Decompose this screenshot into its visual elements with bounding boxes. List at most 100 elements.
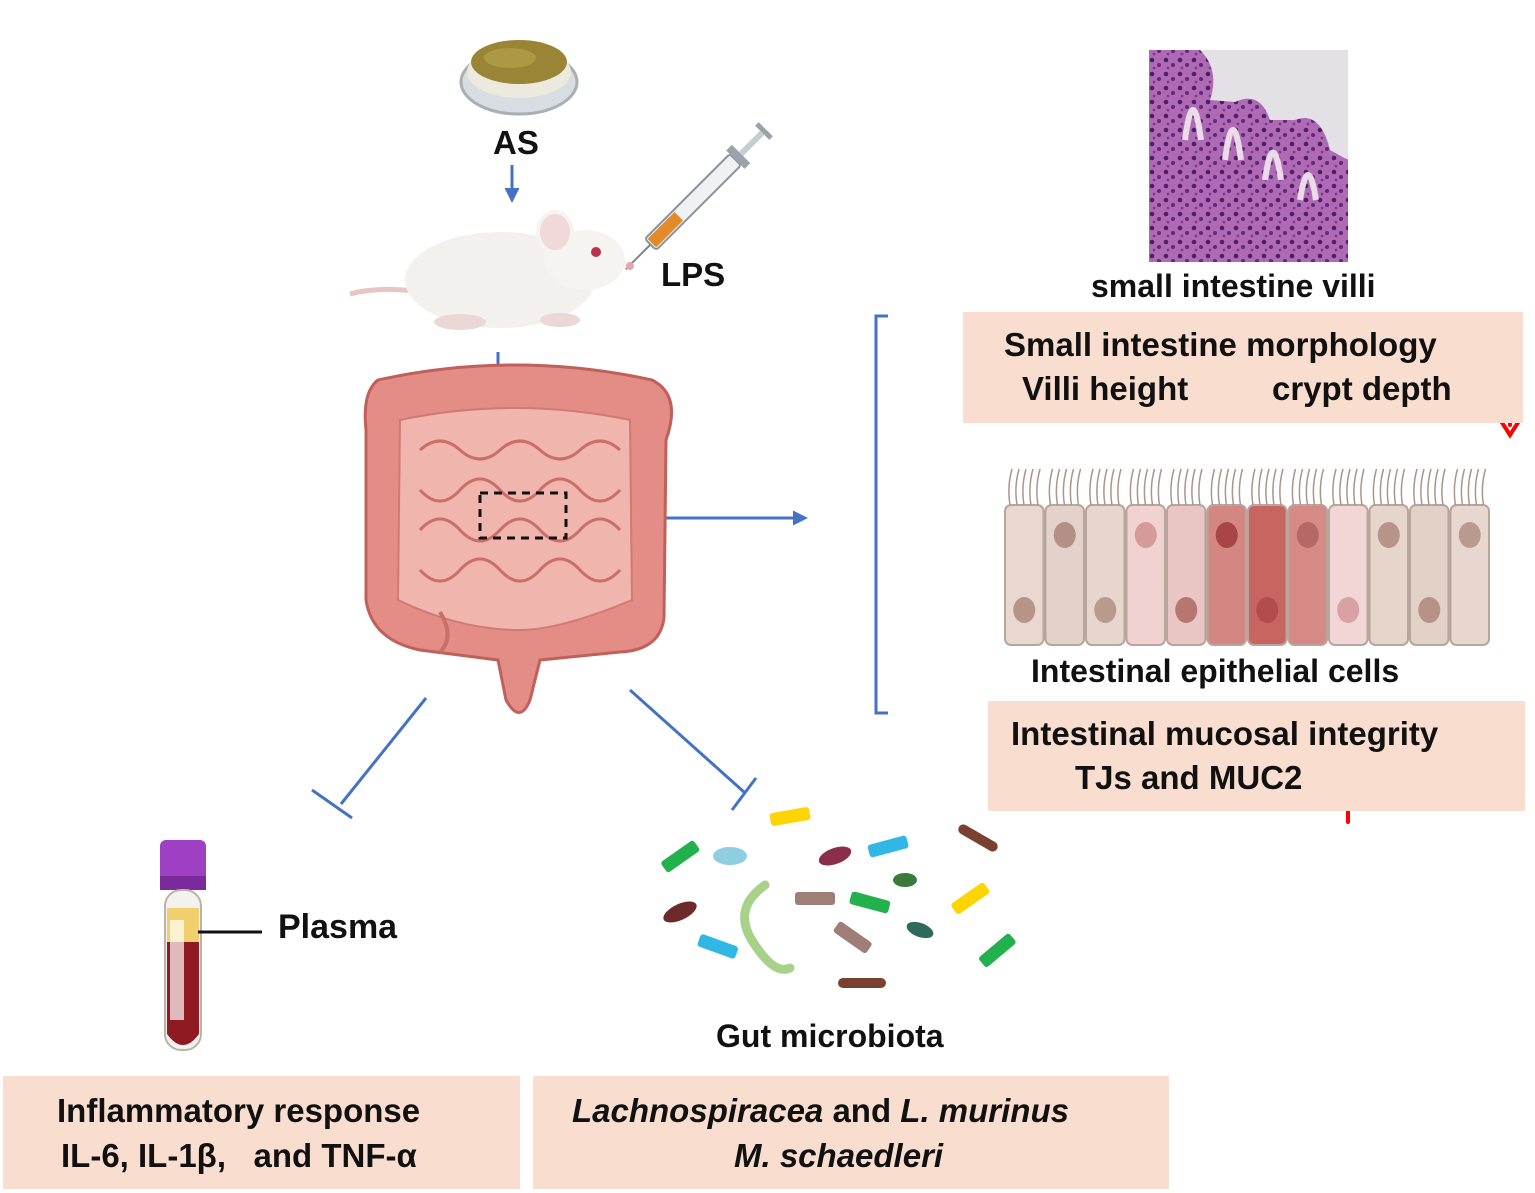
microvillus xyxy=(1332,468,1337,506)
microvillus xyxy=(1291,468,1297,506)
microvillus xyxy=(1177,468,1182,506)
microvillus xyxy=(1238,468,1244,506)
microvillus xyxy=(1474,468,1480,506)
epithelial-cell xyxy=(1328,504,1369,646)
bacterium-spiky xyxy=(818,846,852,866)
blood-tube-icon xyxy=(160,840,262,1051)
microvillus xyxy=(1191,468,1196,506)
microvillus xyxy=(1386,468,1392,506)
cell-nucleus xyxy=(1296,522,1319,548)
epithelial-cell xyxy=(1409,504,1450,646)
microvillus xyxy=(1129,468,1135,506)
microvillus xyxy=(1251,468,1256,506)
microvillus xyxy=(1069,468,1075,506)
bacterium-spiral xyxy=(740,880,795,974)
epithelial-cell xyxy=(1166,504,1207,646)
microvillus xyxy=(1379,468,1385,506)
microvillus xyxy=(1076,468,1082,506)
bracket xyxy=(874,314,888,715)
microvillus xyxy=(1110,468,1115,506)
microvillus xyxy=(1170,468,1175,506)
epithelial-cell xyxy=(1085,504,1126,646)
microvillus xyxy=(1103,468,1108,506)
cell-nucleus xyxy=(1094,597,1117,623)
microbiota-line1: Lachnospiracea and L. murinus xyxy=(572,1092,1069,1130)
inhibit-to-microbiota xyxy=(628,688,758,811)
microvillus xyxy=(1217,468,1223,506)
epithelial-cell xyxy=(1247,504,1288,646)
bacterium-rod xyxy=(979,933,1016,967)
microvillus xyxy=(1481,468,1487,506)
microvillus xyxy=(1339,468,1344,506)
bacterium-rod xyxy=(769,807,811,826)
cell-nucleus xyxy=(1377,522,1400,548)
cell-nucleus xyxy=(1134,522,1157,548)
cell-nucleus xyxy=(1013,597,1036,623)
microbiota-taxon-murinus: L. murinus xyxy=(900,1092,1069,1129)
bacterium-chain xyxy=(958,824,998,852)
microvillus xyxy=(1036,468,1041,506)
lps-label: LPS xyxy=(661,256,726,293)
microvillus xyxy=(1062,468,1068,506)
morphology-box xyxy=(963,312,1523,423)
mucosal-line2: TJs and MUC2 xyxy=(1075,759,1303,796)
microvillus xyxy=(1117,468,1122,506)
microbiota-taxon-lachnospiracea: Lachnospiracea xyxy=(572,1092,824,1129)
bacterium-chain-2 xyxy=(838,978,886,988)
microvillus xyxy=(1272,468,1277,506)
bacterium-coccus xyxy=(713,847,747,865)
microvillus xyxy=(1198,468,1203,506)
microvillus xyxy=(1029,468,1034,506)
microvillus xyxy=(1265,468,1270,506)
epithelial-cells-icon xyxy=(1004,468,1490,646)
villi-histology-icon xyxy=(1149,50,1348,262)
syringe-icon xyxy=(625,122,773,270)
plasma-label: Plasma xyxy=(278,908,398,946)
microvillus xyxy=(1008,468,1013,506)
microvillus xyxy=(1346,468,1351,506)
microvillus xyxy=(1224,468,1230,506)
morphology-villi-height: Villi height xyxy=(1022,370,1189,407)
morphology-crypt-depth: crypt depth xyxy=(1272,370,1452,407)
bacterium-rod xyxy=(867,835,909,858)
microvillus xyxy=(1467,468,1473,506)
inflammatory-box xyxy=(3,1076,520,1189)
microvillus xyxy=(1319,468,1325,506)
microvillus xyxy=(1441,468,1446,506)
microvillus xyxy=(1372,468,1378,506)
bacterium-rod xyxy=(951,882,990,915)
microbiota-box xyxy=(533,1076,1169,1189)
microvillus xyxy=(1231,468,1237,506)
inflammatory-line1: Inflammatory response xyxy=(57,1092,421,1129)
cell-nucleus xyxy=(1458,522,1481,548)
microvillus xyxy=(1055,468,1061,506)
gut-microbiota-label: Gut microbiota xyxy=(716,1018,944,1054)
intestine-icon xyxy=(363,363,674,714)
epithelial-title: Intestinal epithelial cells xyxy=(1031,653,1400,689)
cell-nucleus xyxy=(1053,522,1076,548)
microvillus xyxy=(1305,468,1311,506)
microvillus xyxy=(1279,468,1284,506)
microbiota-line2: M. schaedleri xyxy=(734,1137,944,1174)
bacterium-rod xyxy=(849,891,891,914)
microvillus xyxy=(1096,468,1101,506)
microvillus xyxy=(1420,468,1425,506)
microvillus xyxy=(1353,468,1358,506)
bacterium-rod xyxy=(795,892,835,905)
morphology-line1: Small intestine morphology xyxy=(1004,326,1437,363)
mucosal-box xyxy=(988,701,1525,811)
epithelial-cell xyxy=(1004,504,1045,646)
as-label: AS xyxy=(493,124,539,161)
microvillus xyxy=(1089,468,1094,506)
microvillus xyxy=(1427,468,1432,506)
microvillus xyxy=(1048,468,1054,506)
powder-dish-icon xyxy=(459,40,579,116)
microbiota-and: and xyxy=(823,1092,901,1129)
microvillus xyxy=(1360,468,1365,506)
bacteria-icon xyxy=(661,807,1016,988)
mucosal-line1: Intestinal mucosal integrity xyxy=(1011,715,1439,752)
microvillus xyxy=(1258,468,1263,506)
bacterium-green-2 xyxy=(906,921,934,939)
mouse-icon xyxy=(349,210,634,330)
